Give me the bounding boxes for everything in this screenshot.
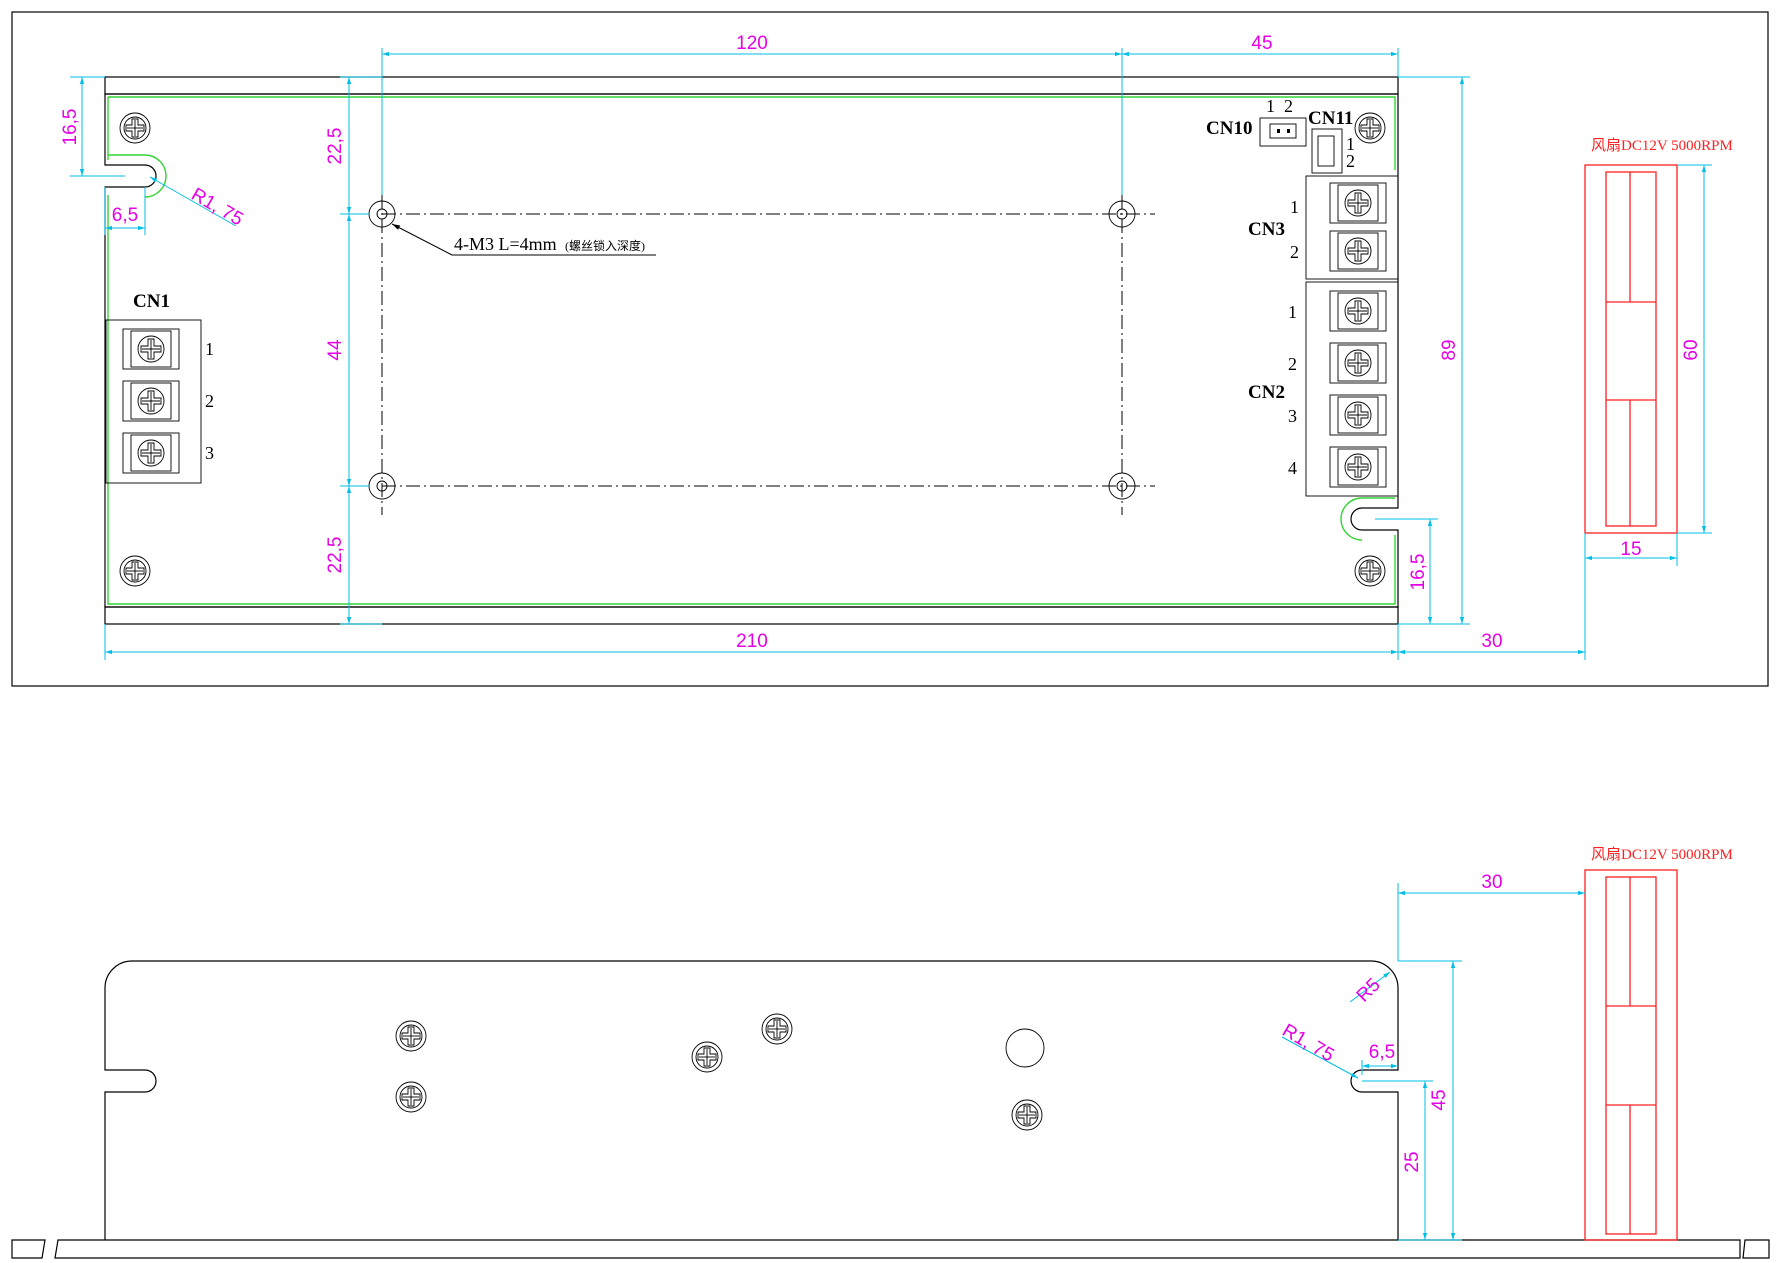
terminal-icon <box>1329 446 1387 488</box>
hole-icon <box>1005 1028 1045 1068</box>
cn11-pin: 1 <box>1346 134 1355 154</box>
dim-slot-radius: R1, 75 <box>188 184 247 230</box>
top-view: 4-M3 L=4mm (螺丝锁入深度) CN1 1 2 3 CN10 1 2 C… <box>11 11 1769 687</box>
pcb-slot-left <box>108 154 167 198</box>
cn1-pin: 3 <box>205 443 214 463</box>
base-plate <box>11 1239 1770 1259</box>
dimensions-side <box>1281 883 1585 1241</box>
dim-side-fan-gap: 30 <box>1481 872 1502 893</box>
dim-hole-spacing-y: 44 <box>325 339 346 361</box>
screw-icon <box>691 1041 723 1073</box>
cn2-block <box>1305 281 1399 497</box>
fan-label-top: 风扇DC12V 5000RPM <box>1591 137 1733 154</box>
cn10-block <box>1259 117 1307 147</box>
cn1-label: CN1 <box>133 291 170 312</box>
cn11-block <box>1311 128 1343 174</box>
hole-note: 4-M3 L=4mm <box>454 234 557 254</box>
cn10-label: CN10 <box>1206 118 1252 139</box>
cn11-label: CN11 <box>1308 108 1353 129</box>
cn3-block <box>1305 175 1399 280</box>
hole-note-leader <box>391 223 453 256</box>
dim-side-slot-height: 25 <box>1402 1151 1423 1172</box>
dim-total-length: 210 <box>736 631 768 652</box>
cn3-pin: 1 <box>1290 197 1299 217</box>
mounting-holes <box>368 195 1155 515</box>
dim-slot-from-top: 16,5 <box>60 109 81 146</box>
hole-note-sub: (螺丝锁入深度) <box>565 238 645 253</box>
fan-top <box>1584 164 1678 534</box>
dimensions-top <box>70 48 1712 660</box>
screw-icon <box>761 1013 793 1045</box>
cn2-pin: 3 <box>1288 406 1297 426</box>
dim-fan-gap: 30 <box>1481 631 1502 652</box>
dim-side-slot-radius: R1, 75 <box>1279 1020 1338 1066</box>
cn2-pin: 2 <box>1288 354 1297 374</box>
cn3-pin: 2 <box>1290 242 1299 262</box>
terminal-icon <box>1329 342 1387 384</box>
cn3-label: CN3 <box>1248 219 1285 240</box>
dim-fan-height: 60 <box>1681 339 1702 360</box>
terminal-icon <box>1329 394 1387 436</box>
pcb-slot-right <box>1340 497 1395 541</box>
cn11-pin: 2 <box>1346 151 1355 171</box>
side-view: 风扇DC12V 5000RPM 30 R5 R1, 75 6,5 45 25 <box>11 846 1770 1259</box>
cn2-pin: 4 <box>1288 458 1297 478</box>
terminal-icon <box>1329 290 1387 332</box>
dim-right-offset: 45 <box>1251 33 1272 54</box>
cn10-pin: 1 <box>1266 96 1275 116</box>
dim-slot-depth: 6,5 <box>112 205 138 226</box>
pcb-outline <box>107 96 1396 605</box>
dim-side-slot-depth: 6,5 <box>1369 1042 1395 1063</box>
side-panel-outline <box>104 960 1399 1240</box>
terminal-icon <box>122 380 180 422</box>
cn1-block <box>105 319 202 484</box>
hole-icon <box>1108 472 1136 500</box>
screw-icon <box>395 1081 427 1113</box>
terminal-icon <box>1329 182 1387 224</box>
top-view-frame <box>11 11 1769 687</box>
top-rail <box>104 76 1399 95</box>
cn1-pin: 2 <box>205 391 214 411</box>
screw-icon <box>1011 1099 1043 1131</box>
dim-hole-spacing-x: 120 <box>736 33 768 54</box>
dim-slot-from-bottom: 16,5 <box>1408 554 1429 591</box>
hole-icon <box>1108 200 1136 228</box>
dim-fan-depth: 15 <box>1620 539 1641 560</box>
bottom-rail <box>104 606 1399 625</box>
screw-icon <box>395 1020 427 1052</box>
cn2-label: CN2 <box>1248 382 1285 403</box>
dim-hole-from-bottom: 22,5 <box>325 537 346 574</box>
terminal-icon <box>122 328 180 370</box>
dim-total-width: 89 <box>1439 339 1460 360</box>
screw-icon <box>1354 555 1386 587</box>
chassis-outline <box>104 93 1399 608</box>
fan-label-side: 风扇DC12V 5000RPM <box>1591 846 1733 863</box>
cn1-pin: 1 <box>205 339 214 359</box>
dim-side-height: 45 <box>1429 1089 1450 1110</box>
fan-side <box>1584 869 1678 1241</box>
screw-icon <box>119 555 151 587</box>
screw-icon <box>1354 112 1386 144</box>
dim-hole-from-top: 22,5 <box>325 128 346 165</box>
screw-icon <box>119 112 151 144</box>
terminal-icon <box>1329 230 1387 272</box>
cn2-pin: 1 <box>1288 302 1297 322</box>
cn10-pin: 2 <box>1284 96 1293 116</box>
terminal-icon <box>122 432 180 474</box>
